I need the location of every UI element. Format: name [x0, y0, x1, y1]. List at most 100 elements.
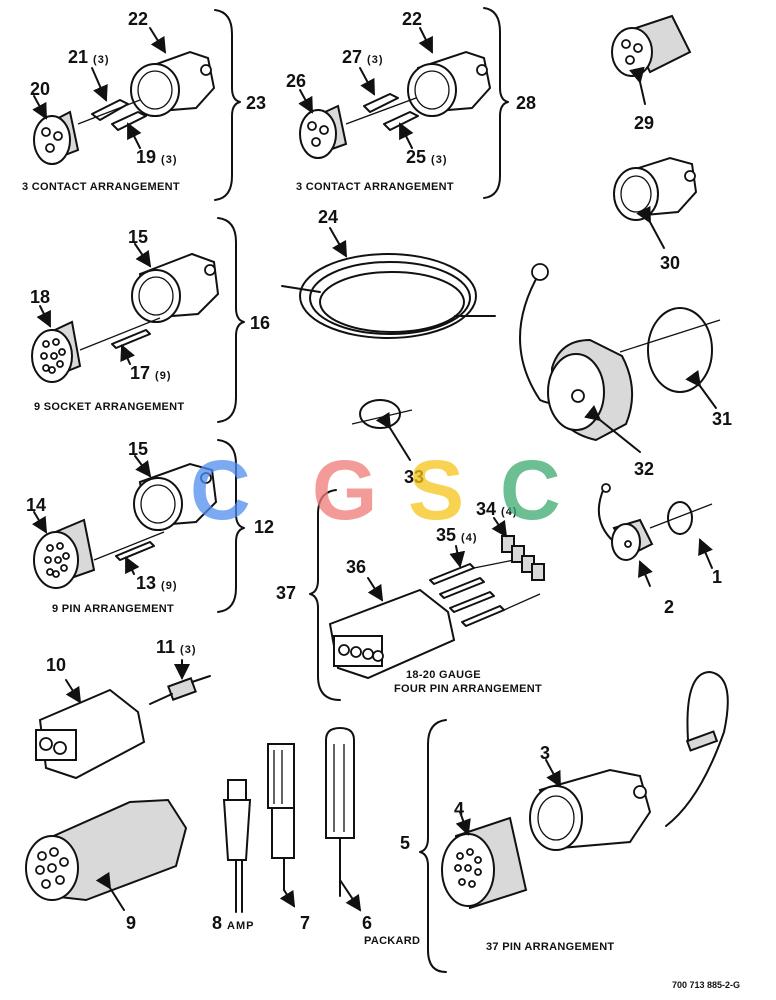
caption-37-gauge: 18-20 GAUGE — [406, 669, 481, 681]
contact-13 — [93, 531, 165, 561]
callout-29: 29 — [634, 113, 655, 133]
callout-4: 4 — [454, 799, 465, 819]
qty-35: (4) — [461, 532, 478, 544]
callout-6: 6 — [362, 913, 373, 933]
callout-22-top-middle: 22 — [402, 9, 423, 29]
shell-3 — [529, 768, 652, 851]
callout-18: 18 — [30, 287, 51, 307]
part-30 — [613, 156, 698, 249]
callout-11: 11 (3) — [156, 637, 197, 657]
caption-28: 3 CONTACT ARRANGEMENT — [296, 181, 454, 193]
callout-12: 12 — [254, 517, 275, 537]
callout-34: 34 (4) — [476, 499, 518, 519]
insert-26 — [299, 104, 348, 159]
caption-16: 9 SOCKET ARRANGEMENT — [34, 401, 185, 413]
contacts-19-21 — [77, 99, 147, 131]
callout-15-b: 15 — [128, 439, 149, 459]
plug-9 — [25, 798, 188, 911]
callout-8: 8 AMP — [212, 913, 255, 933]
callout-37: 37 — [276, 583, 297, 603]
contacts-25-27 — [345, 93, 419, 131]
watermark-letter-1: C — [190, 443, 251, 537]
callout-13: 13 (9) — [136, 573, 178, 593]
callout-19: 19 (3) — [136, 147, 178, 167]
tool-8 — [222, 779, 252, 913]
watermark-letter-2: G — [312, 443, 378, 537]
callout-31: 31 — [712, 409, 733, 429]
assembly-12 — [31, 439, 245, 613]
callout-22-top-left: 22 — [128, 9, 149, 29]
insert-18 — [31, 320, 82, 383]
assembly-23 — [32, 9, 241, 201]
qty-19: (3) — [161, 154, 178, 166]
callout-7: 7 — [300, 913, 311, 933]
callout-28: 28 — [516, 93, 537, 113]
qty-17: (9) — [155, 370, 172, 382]
insert-14 — [33, 518, 96, 589]
cable-24 — [281, 227, 496, 339]
qty-27: (3) — [367, 54, 384, 66]
assembly-37 — [309, 489, 545, 701]
pins-35 — [429, 559, 541, 627]
contact-11 — [149, 659, 211, 705]
shell-22-top-left — [130, 50, 216, 117]
callout-23: 23 — [246, 93, 267, 113]
caption-8: AMP — [227, 920, 255, 932]
callout-10: 10 — [46, 655, 67, 675]
assembly-28 — [298, 7, 509, 199]
ring-33 — [351, 399, 413, 461]
callout-5: 5 — [400, 833, 411, 853]
callout-1: 1 — [712, 567, 723, 587]
callout-9: 9 — [126, 913, 137, 933]
ring-1 — [649, 501, 713, 569]
watermark-letter-4: C — [500, 443, 561, 537]
insert-20 — [33, 110, 80, 165]
ring-31 — [619, 307, 721, 409]
cap-2 — [597, 483, 654, 587]
callout-33: 33 — [404, 467, 425, 487]
qty-34: (4) — [501, 506, 518, 518]
callout-32: 32 — [634, 459, 655, 479]
housing-36 — [328, 588, 456, 680]
tool-6 — [325, 726, 362, 912]
qty-11: (3) — [180, 644, 197, 656]
assembly-5 — [419, 671, 729, 973]
watermark-letter-3: S — [408, 443, 465, 537]
housing-10 — [35, 679, 146, 780]
qty-13: (9) — [161, 580, 178, 592]
callout-21: 21 (3) — [68, 47, 110, 67]
shell-15-a — [131, 252, 220, 323]
assembly-16 — [31, 217, 245, 423]
callout-25: 25 (3) — [406, 147, 448, 167]
seals-34 — [501, 535, 545, 581]
tool-7 — [267, 743, 296, 908]
callout-24: 24 — [318, 207, 339, 227]
cap-32 — [519, 263, 641, 453]
callout-20: 20 — [30, 79, 51, 99]
part-29 — [611, 14, 692, 105]
caption-12: 9 PIN ARRANGEMENT — [52, 603, 175, 615]
caption-5: 37 PIN ARRANGEMENT — [486, 941, 615, 953]
caption-6: PACKARD — [364, 935, 421, 947]
qty-25: (3) — [431, 154, 448, 166]
callout-16: 16 — [250, 313, 271, 333]
callout-30: 30 — [660, 253, 681, 273]
callout-15-a: 15 — [128, 227, 149, 247]
callout-27: 27 (3) — [342, 47, 384, 67]
caption-23: 3 CONTACT ARRANGEMENT — [22, 181, 180, 193]
callout-36: 36 — [346, 557, 367, 577]
insert-4 — [441, 816, 528, 910]
drawing-code: 700 713 885-2-G — [672, 980, 741, 990]
callout-3: 3 — [540, 743, 551, 763]
callout-26: 26 — [286, 71, 307, 91]
shell-15-b — [133, 462, 218, 531]
callout-17: 17 (9) — [130, 363, 172, 383]
caption-37-arrangement: FOUR PIN ARRANGEMENT — [394, 683, 542, 695]
callout-2: 2 — [664, 597, 675, 617]
qty-21: (3) — [93, 54, 110, 66]
shell-22-top-middle — [407, 50, 492, 117]
contact-17 — [79, 317, 161, 351]
callout-35: 35 (4) — [436, 525, 478, 545]
